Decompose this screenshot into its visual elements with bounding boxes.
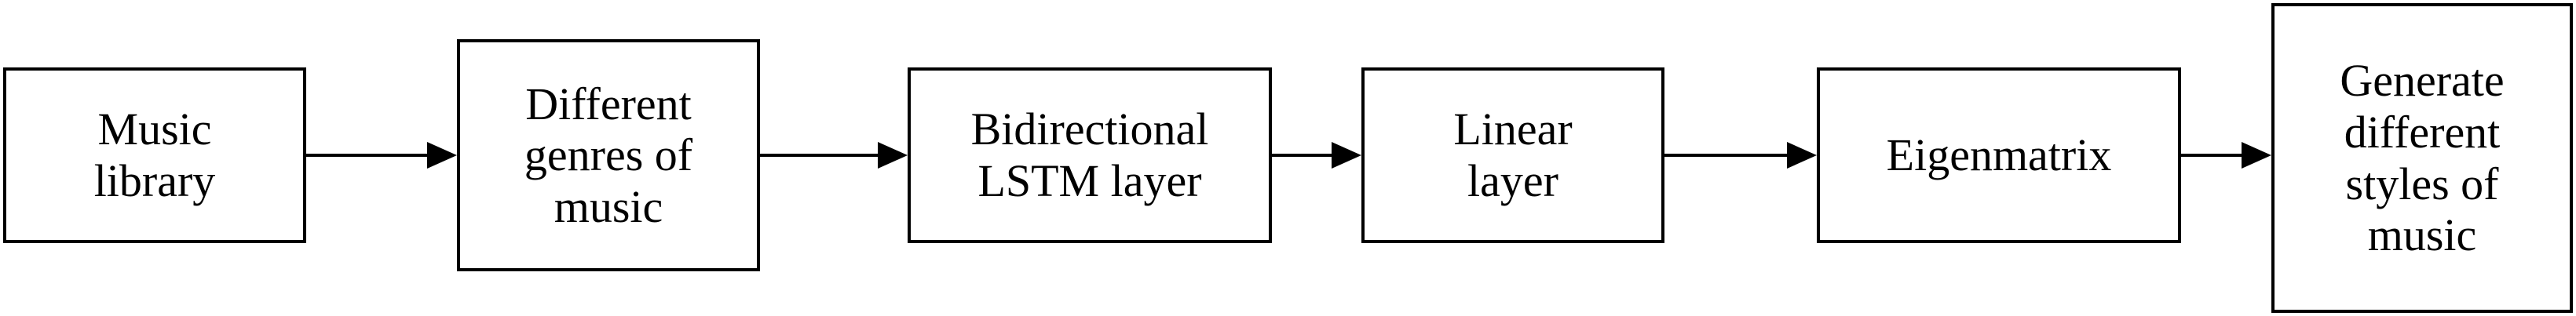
edge-arrow-bilstm-to-linear xyxy=(1272,142,1361,169)
arrowhead-icon xyxy=(878,142,908,169)
node-line: styles of xyxy=(2345,158,2499,209)
arrowhead-icon xyxy=(427,142,457,169)
edge-arrow-eigen-to-generate xyxy=(2181,142,2271,169)
node-line: Generate xyxy=(2340,55,2505,107)
node-line: Linear xyxy=(1453,104,1573,155)
arrowhead-icon xyxy=(2242,142,2271,169)
node-line: Different xyxy=(525,78,692,129)
node-linear-layer: Linear layer xyxy=(1361,67,1664,243)
arrowhead-icon xyxy=(1332,142,1361,169)
arrowhead-icon xyxy=(1787,142,1817,169)
node-line: Music xyxy=(97,104,212,155)
node-line: LSTM layer xyxy=(977,155,1202,206)
node-generate-different-styles-of-music: Generate different styles of music xyxy=(2271,3,2573,313)
node-eigenmatrix: Eigenmatrix xyxy=(1817,67,2181,243)
node-line: layer xyxy=(1467,155,1558,206)
node-line: genres of xyxy=(524,129,693,181)
node-bidirectional-lstm-layer: Bidirectional LSTM layer xyxy=(908,67,1272,243)
edge-arrow-music-library-to-genres xyxy=(306,142,457,169)
node-line: library xyxy=(93,155,216,206)
edge-arrow-genres-to-bilstm xyxy=(760,142,908,169)
node-line: Bidirectional xyxy=(970,104,1209,155)
node-line: Eigenmatrix xyxy=(1886,129,2112,181)
node-line: different xyxy=(2344,106,2501,158)
node-line: music xyxy=(554,180,663,232)
node-different-genres-of-music: Different genres of music xyxy=(457,39,760,271)
node-music-library: Music library xyxy=(3,67,306,243)
node-line: music xyxy=(2367,209,2477,261)
edge-arrow-linear-to-eigen xyxy=(1664,142,1817,169)
